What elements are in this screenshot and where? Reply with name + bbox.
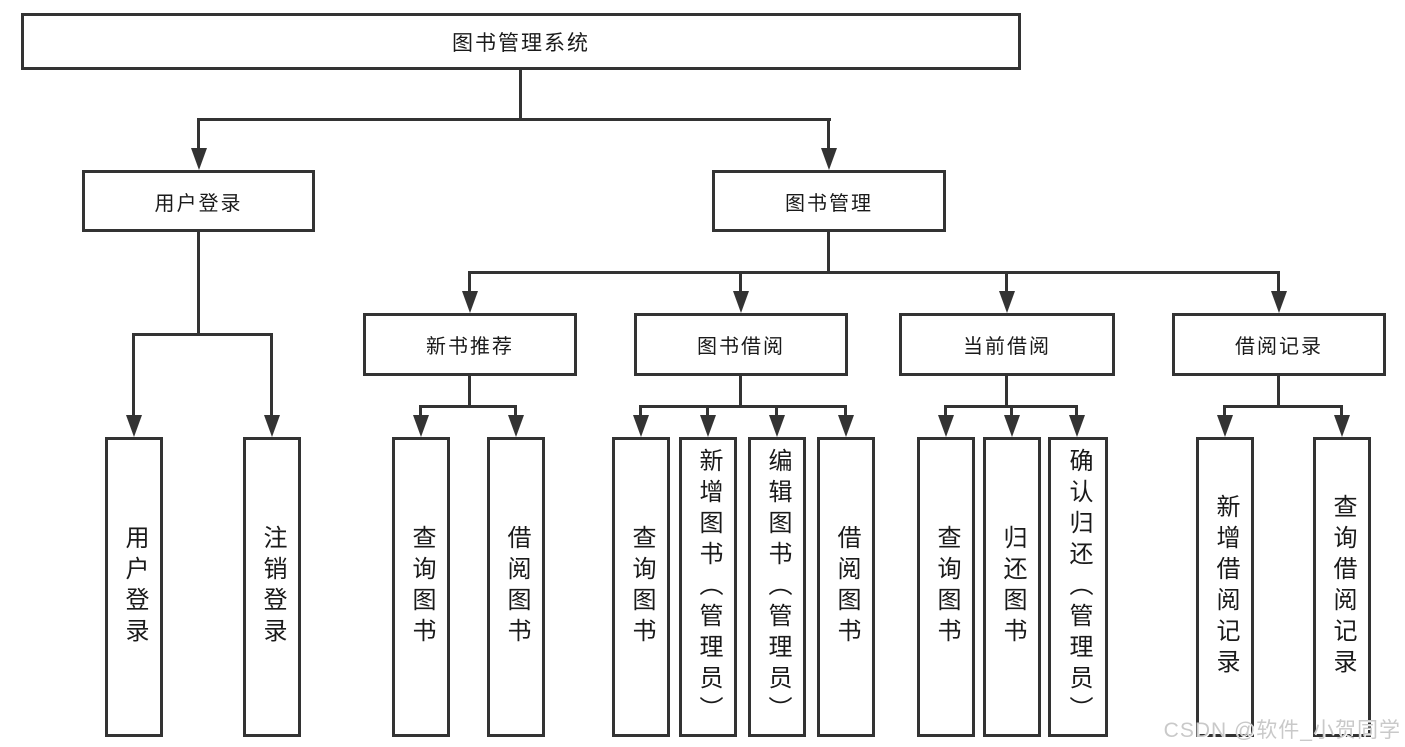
leaf-return-book: 归还图书 [983,437,1041,737]
connector-line [419,405,422,419]
connector-line [1223,405,1226,419]
arrowhead-down-icon [413,415,429,437]
arrowhead-down-icon [700,415,716,437]
connector-line [1277,271,1280,295]
connector-line [775,405,778,419]
connector-line [197,232,200,335]
leaf-add-book-admin: 新增图书（管理员） [679,437,737,737]
connector-line [1005,271,1008,295]
connector-line [1223,405,1343,408]
arrowhead-down-icon [126,415,142,437]
arrowhead-down-icon [769,415,785,437]
arrowhead-down-icon [191,148,207,170]
connector-line [132,333,273,336]
leaf-query-books-1: 查询图书 [392,437,450,737]
connector-line [1010,405,1013,419]
node-borrow-records: 借阅记录 [1172,313,1386,376]
connector-line [270,333,273,419]
leaf-add-borrow-record: 新增借阅记录 [1196,437,1254,737]
connector-line [639,405,642,419]
connector-line [1005,376,1008,407]
leaf-query-books-3: 查询图书 [917,437,975,737]
arrowhead-down-icon [733,291,749,313]
node-book-management: 图书管理 [712,170,946,232]
connector-line [639,405,847,408]
connector-line [944,405,947,419]
arrowhead-down-icon [264,415,280,437]
connector-line [827,118,830,154]
leaf-borrow-books-2: 借阅图书 [817,437,875,737]
arrowhead-down-icon [821,148,837,170]
connector-line [827,232,830,273]
node-system-root: 图书管理系统 [21,13,1021,70]
connector-line [132,333,135,419]
connector-line [519,70,522,120]
leaf-confirm-return-admin: 确认归还（管理员） [1048,437,1108,737]
leaf-logout: 注销登录 [243,437,301,737]
connector-line [197,118,200,154]
connector-line [739,376,742,407]
leaf-user-login: 用户登录 [105,437,163,737]
connector-line [468,271,471,295]
connector-line [1277,376,1280,407]
connector-line [739,271,742,295]
connector-line [468,271,1280,274]
arrowhead-down-icon [999,291,1015,313]
connector-line [468,376,471,407]
node-current-borrow: 当前借阅 [899,313,1115,376]
connector-line [1340,405,1343,419]
connector-line [1075,405,1078,419]
leaf-query-borrow-record: 查询借阅记录 [1313,437,1371,737]
connector-line [197,118,831,121]
node-user-login-branch: 用户登录 [82,170,315,232]
arrowhead-down-icon [508,415,524,437]
leaf-borrow-books-1: 借阅图书 [487,437,545,737]
connector-line [514,405,517,419]
arrowhead-down-icon [1334,415,1350,437]
arrowhead-down-icon [1217,415,1233,437]
arrowhead-down-icon [1004,415,1020,437]
connector-line [419,405,517,408]
arrowhead-down-icon [633,415,649,437]
arrowhead-down-icon [938,415,954,437]
connector-line [706,405,709,419]
arrowhead-down-icon [1069,415,1085,437]
arrowhead-down-icon [1271,291,1287,313]
arrowhead-down-icon [462,291,478,313]
node-book-borrow: 图书借阅 [634,313,848,376]
leaf-query-books-2: 查询图书 [612,437,670,737]
node-new-book-recommend: 新书推荐 [363,313,577,376]
csdn-watermark: CSDN @软件_小贺同学 [1163,719,1401,742]
arrowhead-down-icon [838,415,854,437]
connector-line [844,405,847,419]
leaf-edit-book-admin: 编辑图书（管理员） [748,437,806,737]
